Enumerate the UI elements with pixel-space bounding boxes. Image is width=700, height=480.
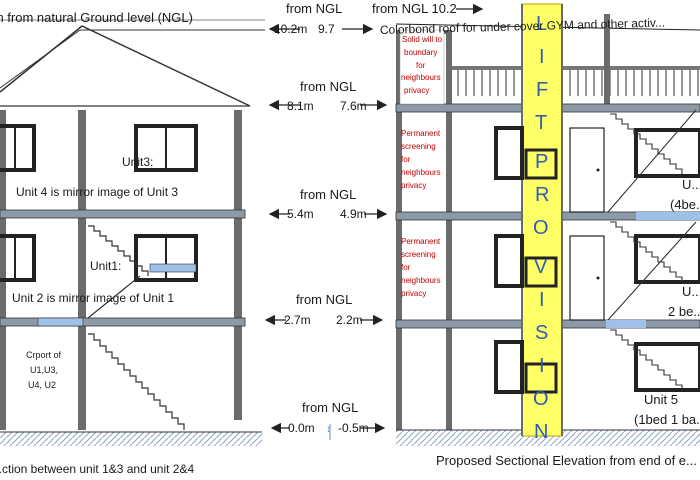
right-section: Solid will to boundary for neighbours pr…	[380, 3, 700, 468]
screen1-3: for	[401, 155, 411, 164]
right-window-3	[494, 340, 524, 394]
lift-letter-13: N	[534, 421, 548, 443]
level-2-left: 8.1m	[287, 99, 314, 113]
screen1-2: screening	[401, 142, 436, 151]
level-4-title: from NGL	[296, 292, 352, 307]
unit-mid-label: U...	[682, 284, 700, 299]
unit-top-sub: (4be...	[670, 197, 700, 212]
level-3-title: from NGL	[300, 187, 356, 202]
solid-wall-4: neighbours	[401, 73, 441, 82]
lift-letter-2: I	[539, 46, 545, 68]
solid-wall-1: Solid will to	[402, 35, 443, 44]
screen2-2: screening	[401, 250, 436, 259]
left-caption: ...ction between unit 1&3 and unit 2&4	[0, 462, 194, 476]
right-window-2	[494, 234, 524, 288]
right-window-6	[634, 342, 700, 392]
lift-letter-8: V	[534, 256, 548, 278]
level-2-right: 7.6m	[340, 99, 367, 113]
level-5-left: 0.0m	[288, 421, 315, 435]
level-5-title: from NGL	[302, 400, 358, 415]
unit3-label: Unit3:	[122, 155, 153, 169]
lift-letter-3: F	[536, 79, 548, 101]
unit2-label: Unit 2 is mirror image of Unit 1	[12, 291, 174, 305]
level-4-right: 2.2m	[336, 313, 363, 327]
svg-text:↕: ↕	[326, 424, 331, 435]
lift-letter-6: R	[535, 184, 549, 206]
solid-wall-2: boundary	[404, 48, 437, 57]
level-1-left: 10.2m	[274, 22, 307, 36]
level-markers: from NGL from NGL 10.2 10.2m 9.7 from NG…	[264, 1, 484, 440]
level-1-right: 9.7	[318, 22, 335, 36]
unit-top-label: U...	[682, 177, 700, 192]
unit4-label: Unit 4 is mirror image of Unit 3	[16, 185, 178, 199]
unit5-label: Unit 5	[644, 392, 678, 407]
screen2-3: for	[401, 263, 411, 272]
level-3-right: 4.9m	[340, 207, 367, 221]
level-2-title: from NGL	[300, 79, 356, 94]
lift-letter-9: I	[539, 289, 545, 311]
right-window-1	[494, 126, 524, 180]
carport-line-3: U4, U2	[28, 380, 56, 390]
left-stair-upper	[87, 225, 149, 319]
left-window-3	[0, 234, 36, 282]
level-3-left: 5.4m	[287, 207, 314, 221]
right-window-4	[634, 128, 700, 178]
left-stair-lower	[88, 333, 185, 430]
carport-line-2: U1,U3,	[30, 365, 58, 375]
level-1-title2: from NGL 10.2	[372, 1, 457, 16]
unit5-sub: (1bed 1 ba...	[634, 412, 700, 427]
right-caption: Proposed Sectional Elevation from end of…	[436, 453, 697, 468]
screen1-4: neighbours	[401, 168, 441, 177]
left-window-4	[134, 234, 198, 282]
left-window-2	[134, 124, 198, 172]
right-window-5	[634, 234, 700, 284]
unit-mid-sub: 2 be...	[668, 304, 700, 319]
screen1-5: privacy	[401, 181, 426, 190]
left-section: ...m from natural Ground level (NGL) Uni…	[0, 10, 265, 476]
level-5-right: -0.5m	[338, 421, 369, 435]
lift-letter-7: O	[533, 217, 549, 239]
lift-letter-11: I	[539, 355, 545, 377]
unit1-label: Unit1:	[90, 259, 121, 273]
carport-line-1: Crport of	[26, 350, 62, 360]
left-top-label: ...m from natural Ground level (NGL)	[0, 10, 193, 25]
lift-letter-4: T	[535, 112, 547, 134]
solid-wall-5: privacy	[404, 86, 429, 95]
lift-letter-12: O	[533, 388, 549, 410]
screen2-1: Permanent	[401, 237, 441, 246]
left-window-1	[0, 124, 36, 172]
lift-letter-1: L	[536, 13, 547, 35]
screen2-4: neighbours	[401, 276, 441, 285]
screen1-1: Permanent	[401, 129, 441, 138]
level-1-title: from NGL	[286, 1, 342, 16]
solid-wall-3: for	[416, 61, 426, 70]
level-4-left: 2.7m	[284, 313, 311, 327]
screen2-5: privacy	[401, 289, 426, 298]
lift-letter-10: S	[535, 322, 548, 344]
left-roof	[0, 29, 265, 89]
lift-letter-5: P	[535, 151, 548, 173]
